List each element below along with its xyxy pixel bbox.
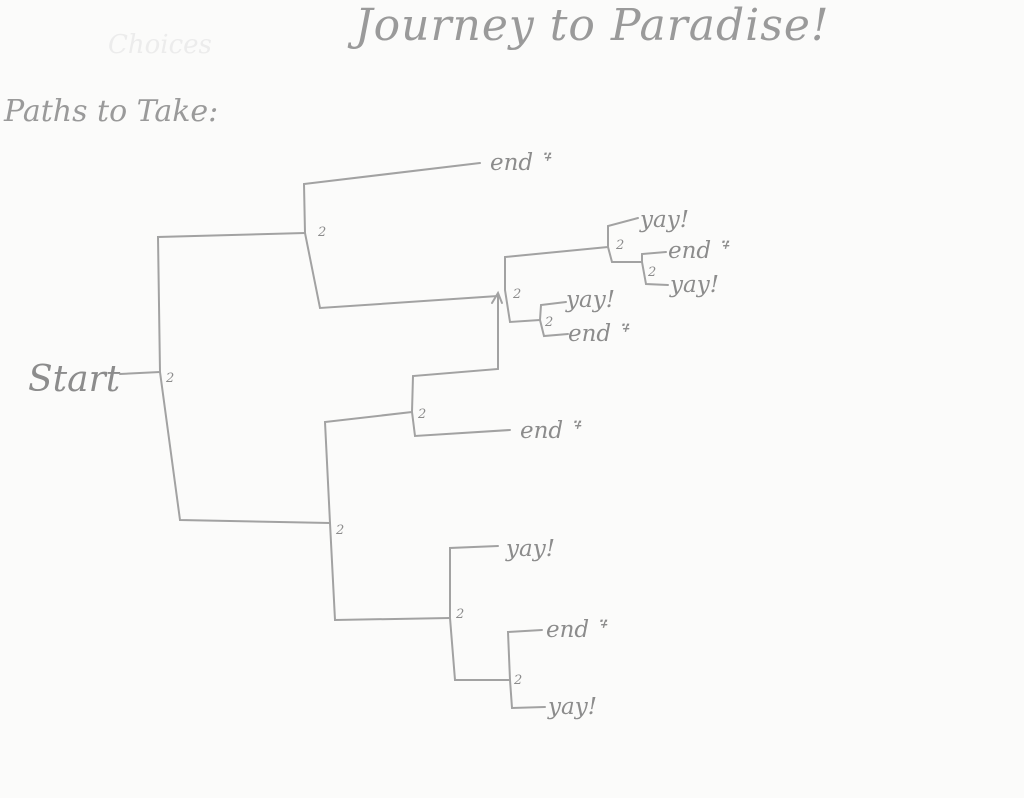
- start-edge: [119, 371, 161, 375]
- node-f-label: 2: [417, 407, 426, 422]
- outcome-yay-5: yay!: [547, 694, 597, 720]
- fork-c: [607, 217, 643, 263]
- fork-g: [449, 545, 511, 681]
- node-g-label: 2: [455, 607, 464, 622]
- outcome-end-1: end ᐩ̈: [490, 150, 551, 176]
- fork-d: [641, 251, 669, 286]
- outcome-end-5: end ᐩ̈: [546, 617, 607, 643]
- fork-a: [302, 162, 499, 310]
- outcome-yay-1: yay!: [639, 207, 689, 233]
- outcome-yay-3: yay!: [565, 287, 615, 313]
- fork-e: [538, 301, 569, 338]
- faded-background-text: Choices: [108, 30, 212, 60]
- fork-lower: [323, 411, 451, 622]
- outcome-yay-2: yay!: [669, 272, 719, 298]
- page-subtitle: Paths to Take:: [4, 94, 219, 129]
- node-root-label: 2: [165, 371, 174, 386]
- node-h-label: 2: [513, 673, 522, 688]
- outcome-end-3: end ᐩ̈: [568, 321, 629, 347]
- outcome-yay-4: yay!: [505, 536, 555, 562]
- outcome-end-4: end ᐩ̈: [520, 418, 581, 444]
- node-b-label: 2: [512, 287, 521, 302]
- node-c-label: 2: [615, 238, 624, 253]
- root-fork: [156, 232, 331, 524]
- arrow-head: [491, 290, 503, 304]
- start-label: Start: [28, 359, 121, 400]
- fork-b: [504, 246, 609, 324]
- outcome-end-2: end ᐩ̈: [668, 238, 729, 264]
- node-e-label: 2: [544, 315, 553, 330]
- page-title: Journey to Paradise!: [355, 0, 830, 51]
- node-a-label: 2: [317, 225, 326, 240]
- node-d-label: 2: [647, 265, 656, 280]
- node-lower-label: 2: [335, 523, 344, 538]
- fork-h: [506, 629, 546, 710]
- fork-f: [410, 295, 511, 438]
